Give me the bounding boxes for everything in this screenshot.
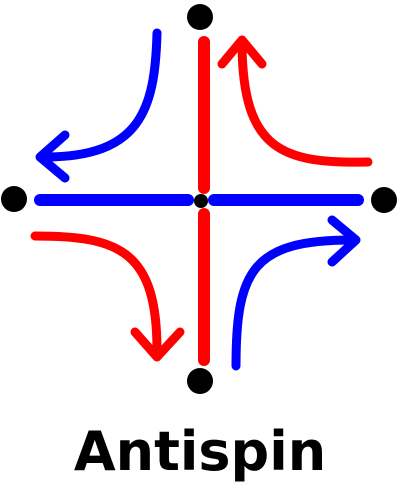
node-top [187, 4, 213, 30]
node-center [194, 194, 208, 208]
diagram-caption: Antispin [73, 420, 327, 483]
node-left [1, 186, 27, 212]
node-right [371, 187, 397, 213]
arrow-top-right-red [217, 35, 373, 167]
node-bottom [187, 368, 213, 394]
arrow-bottom-right-blue [231, 215, 361, 371]
arrow-top-left-blue [35, 28, 162, 183]
arrow-bottom-left-red [30, 231, 185, 362]
